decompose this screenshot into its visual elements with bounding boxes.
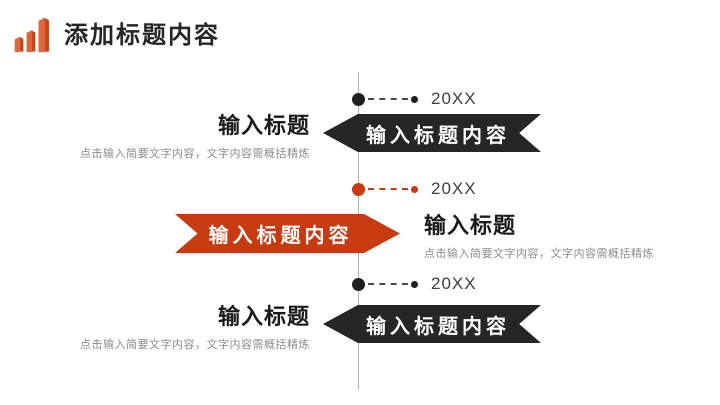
entry-text-3: 输入标题 点击输入简要文字内容，文字内容需概括精炼 — [0, 304, 310, 352]
entry-description: 点击输入简要文字内容，文字内容需概括精炼 — [80, 148, 310, 160]
banner-label: 输入标题内容 — [366, 315, 510, 338]
timeline-dot-large — [352, 92, 365, 106]
timeline-dot-small — [411, 95, 418, 103]
entry-heading: 输入标题 — [217, 113, 310, 138]
year-label: 20XX — [431, 89, 477, 108]
timeline-dot-large — [352, 277, 365, 291]
timeline-marker-3: 20XX — [352, 274, 477, 293]
slide-header: 添加标题内容 — [12, 10, 220, 54]
year-label: 20XX — [431, 179, 477, 198]
dashed-connector — [368, 283, 408, 285]
dashed-connector — [368, 98, 408, 100]
entry-description: 点击输入简要文字内容，文字内容需概括精炼 — [80, 339, 310, 351]
entry-heading: 输入标题 — [424, 213, 517, 238]
page-title: 添加标题内容 — [64, 21, 220, 49]
banner-label: 输入标题内容 — [208, 225, 353, 247]
entry-heading: 输入标题 — [217, 304, 310, 329]
banner-ribbon-3: 输入标题内容 — [323, 305, 541, 343]
entry-text-2: 输入标题 点击输入简要文字内容，文字内容需概括精炼 — [424, 213, 684, 261]
year-label: 20XX — [431, 274, 477, 293]
bar-chart-icon — [14, 16, 51, 53]
timeline-marker-1: 20XX — [352, 89, 477, 108]
dashed-connector — [368, 188, 408, 190]
banner-ribbon-2: 输入标题内容 — [175, 214, 400, 253]
timeline-dot-large — [352, 182, 365, 196]
entry-text-1: 输入标题 点击输入简要文字内容，文字内容需概括精炼 — [0, 113, 310, 161]
banner-ribbon-1: 输入标题内容 — [323, 114, 541, 152]
timeline-marker-2: 20XX — [352, 179, 477, 198]
banner-label: 输入标题内容 — [366, 124, 510, 147]
entry-description: 点击输入简要文字内容，文字内容需概括精炼 — [424, 248, 654, 260]
timeline-dot-small — [411, 280, 418, 288]
timeline-dot-small — [411, 185, 418, 193]
